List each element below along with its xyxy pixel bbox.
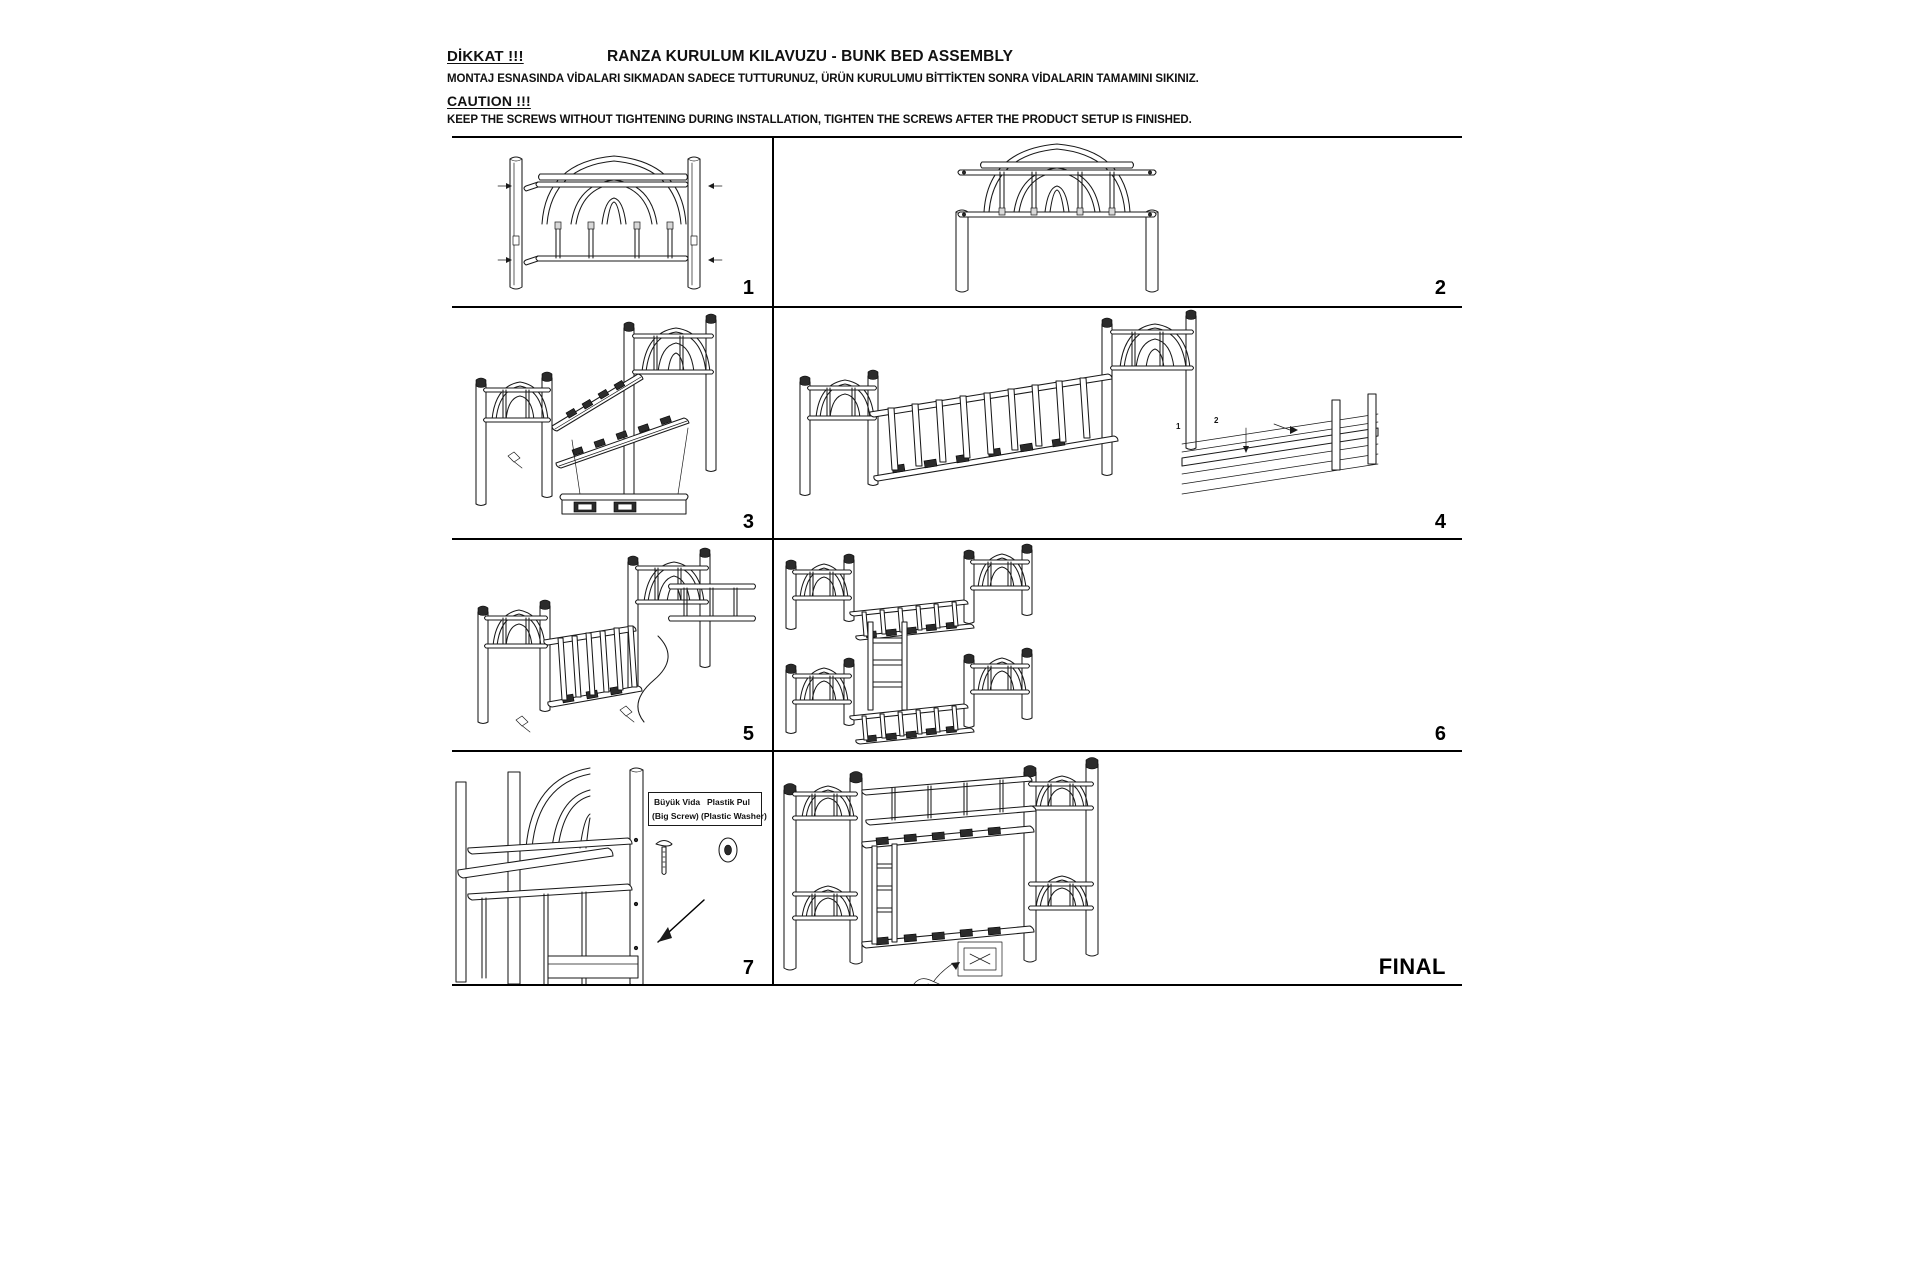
assembly-arrows-right (708, 183, 723, 263)
step-panel-5: 5 (452, 540, 770, 750)
header-title-row: DİKKAT !!! RANZA KURULUM KILAVUZU - BUNK… (447, 48, 1457, 70)
steps-grid: 1 (452, 136, 1462, 1248)
step-panel-7: Büyük Vida Plastik Pul (Big Screw) (Plas… (452, 752, 770, 984)
legend-item-0-tr: Büyük Vida (654, 797, 701, 807)
post-left-outer (783, 787, 797, 971)
legend-item-1-en: (Plastic Washer) (701, 811, 767, 821)
step-7-illustration (455, 767, 738, 984)
final-illustration (783, 757, 1099, 984)
headboard-near-4 (799, 369, 879, 497)
ladder (867, 621, 908, 711)
upper-bed-frame (785, 543, 1033, 641)
step-number-2: 2 (1434, 277, 1446, 299)
step-number-5: 5 (742, 723, 754, 745)
legend-item-0-en: (Big Screw) (652, 811, 699, 821)
step-number-1: 1 (742, 277, 754, 299)
detail-marker-2: 2 (1214, 416, 1219, 425)
side-rail-front-4 (873, 435, 1119, 482)
headboard-far (623, 313, 717, 507)
divider-row3 (452, 750, 1462, 752)
step-panel-3: 3 (452, 308, 770, 538)
headboard-near-5 (477, 599, 551, 725)
step-1-illustration (497, 155, 723, 290)
left-post (509, 156, 523, 290)
wrench-icon (913, 978, 940, 984)
washer-icon (718, 837, 738, 863)
slats-group-5 (557, 625, 638, 701)
legend-item-1-tr: Plastik Pul (707, 797, 750, 807)
english-instruction: KEEP THE SCREWS WITHOUT TIGHTENING DURIN… (447, 114, 1192, 126)
screw-icon-big (655, 839, 673, 876)
hardware-legend: Büyük Vida Plastik Pul (Big Screw) (Plas… (648, 792, 767, 826)
step-4-illustration (799, 309, 1379, 497)
step-number-final: FINAL (1378, 954, 1446, 979)
divider-col-row4 (772, 752, 774, 984)
divider-col-row2 (772, 308, 774, 538)
step-number-7: 7 (742, 957, 754, 979)
assembly-path-curve (637, 635, 669, 723)
step-panel-1: 1 (452, 138, 770, 306)
step-number-3: 3 (742, 511, 754, 533)
headboard-arch-assembly (523, 155, 689, 266)
divider-row4 (452, 984, 1462, 986)
assembled-headboard (955, 143, 1159, 293)
lower-headboard-left (791, 885, 859, 921)
headboard-near (475, 371, 553, 507)
upper-headboard-right (1027, 775, 1095, 811)
step-6-illustration (785, 543, 1033, 745)
header: DİKKAT !!! RANZA KURULUM KILAVUZU - BUNK… (447, 48, 1457, 126)
slats-group (887, 377, 1091, 471)
divider-col-row1 (772, 138, 774, 306)
page-title: RANZA KURULUM KILAVUZU - BUNK BED ASSEMB… (607, 48, 1014, 65)
post-left-inner (849, 775, 863, 965)
side-rail-lower (555, 415, 690, 469)
screw-icon-5b (619, 705, 635, 723)
screw-icon-5a (515, 715, 531, 733)
lower-bed-frame (785, 647, 1033, 745)
step-3-illustration (475, 313, 717, 515)
ladder-final (871, 843, 898, 945)
divider-col-row3 (772, 540, 774, 750)
lower-headboard-right (1027, 875, 1095, 911)
guardrail-piece (667, 583, 757, 622)
upper-headboard-left (791, 785, 859, 821)
step-2-illustration (955, 143, 1159, 293)
installation-arrow (657, 899, 705, 943)
upper-platform (861, 825, 1035, 849)
step-panel-2: 2 (774, 138, 1462, 306)
lower-platform (861, 925, 1035, 949)
side-rail-back-4 (869, 373, 1113, 418)
post-right-outer (1085, 761, 1099, 957)
caution-label: CAUTION !!! (447, 93, 531, 109)
divider-row1 (452, 306, 1462, 308)
step-number-4: 4 (1434, 511, 1446, 533)
headboard-far-4 (1101, 309, 1197, 477)
upper-guardrail (861, 775, 1037, 826)
assembly-arrows-left (497, 183, 512, 263)
step-panel-final: FINAL (774, 752, 1462, 984)
guardrail-closeup (455, 767, 644, 984)
tool-callout (913, 941, 1003, 984)
dikkat-label: DİKKAT !!! (447, 48, 524, 65)
rail-connector-detail (559, 427, 689, 515)
divider-top (452, 136, 1462, 138)
step-panel-4: 1 2 4 (774, 308, 1462, 538)
side-rail-upper (551, 373, 644, 432)
slat-insert-detail (1181, 393, 1379, 495)
step-panel-6: 6 (774, 540, 1462, 750)
step-5-illustration (477, 547, 757, 733)
turkish-instruction: MONTAJ ESNASINDA VİDALARI SIKMADAN SADEC… (447, 73, 1199, 85)
step-number-6: 6 (1434, 723, 1446, 745)
screw-icon (507, 451, 523, 469)
detail-marker-1: 1 (1176, 422, 1181, 431)
right-post (687, 156, 701, 290)
divider-row2 (452, 538, 1462, 540)
